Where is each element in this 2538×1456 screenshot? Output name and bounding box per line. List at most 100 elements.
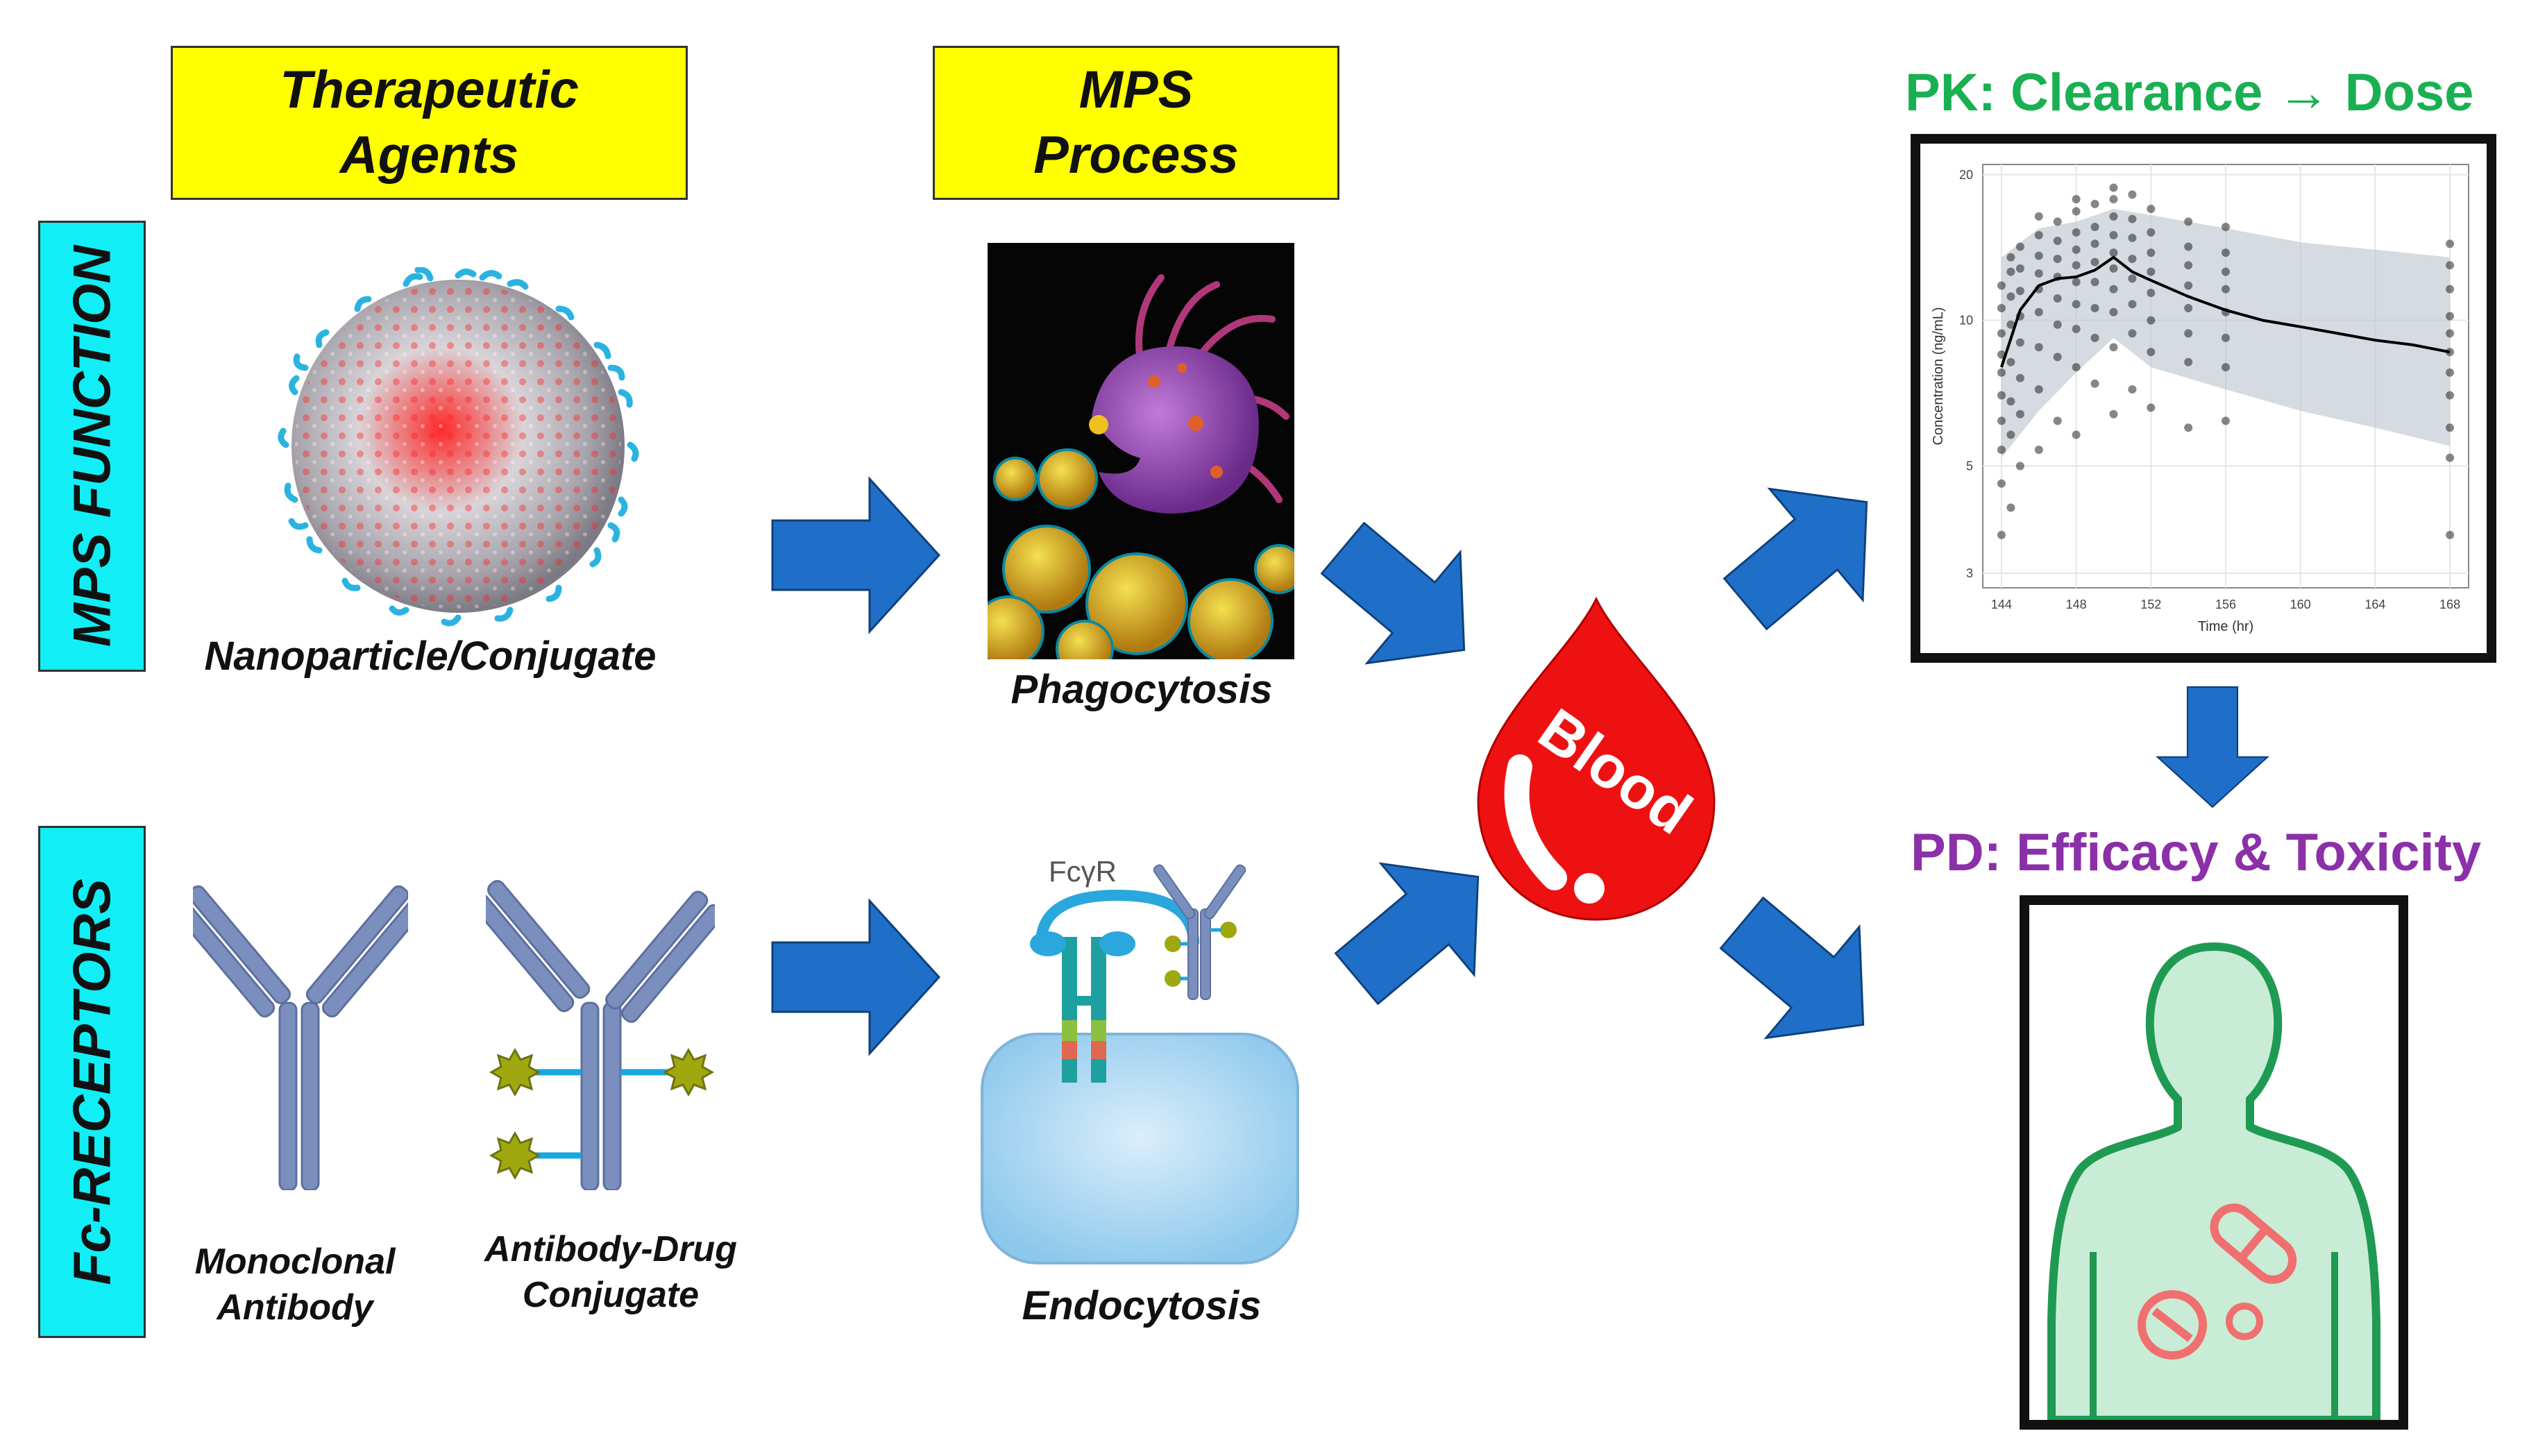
data-point — [2184, 281, 2193, 290]
data-point — [2109, 264, 2118, 273]
data-point — [2222, 267, 2230, 276]
therapeutic-agents-header: Therapeutic Agents — [171, 46, 688, 200]
x-tick-label: 168 — [2439, 598, 2460, 611]
data-point — [2128, 214, 2137, 223]
data-point — [2109, 307, 2118, 316]
data-point — [2184, 357, 2193, 366]
data-point — [2446, 368, 2455, 377]
data-point — [2053, 255, 2062, 264]
data-point — [2184, 217, 2193, 226]
mps-process-header: MPS Process — [933, 46, 1339, 200]
data-point — [2128, 274, 2137, 283]
data-point — [2109, 409, 2118, 418]
data-point — [2109, 285, 2118, 294]
endocytosis-caption: Endocytosis — [1022, 1283, 1262, 1328]
data-point — [2446, 453, 2455, 462]
y-tick-label: 5 — [1966, 459, 1973, 473]
x-tick-label: 152 — [2140, 598, 2161, 611]
data-point — [2147, 288, 2156, 297]
data-point — [2128, 300, 2137, 309]
data-point — [2147, 267, 2156, 276]
data-point — [2090, 257, 2099, 266]
data-point — [2053, 237, 2062, 246]
phagocytosis-caption: Phagocytosis — [1010, 667, 1273, 712]
data-point — [2090, 278, 2099, 287]
y-tick-label: 3 — [1966, 566, 1973, 580]
arrow-blood-to-pk — [1698, 445, 1915, 661]
data-point — [1997, 303, 2006, 312]
data-point — [2446, 239, 2455, 248]
data-point — [2222, 285, 2230, 294]
data-point — [2147, 248, 2156, 257]
fc-receptors-row-label: Fc-RECEPTORS — [38, 826, 146, 1338]
x-axis-label: Time (hr) — [2198, 619, 2253, 634]
data-point — [2006, 320, 2015, 329]
data-point — [2006, 357, 2015, 366]
data-point — [2222, 248, 2230, 257]
capsule-icon — [2210, 1203, 2297, 1284]
data-point — [2015, 409, 2024, 418]
data-point — [2090, 222, 2099, 231]
adc-caption-line1: Antibody-Drug — [484, 1229, 737, 1269]
data-point — [2015, 462, 2024, 471]
data-point — [2015, 242, 2024, 251]
data-point — [2072, 195, 2081, 204]
data-point — [2128, 190, 2137, 199]
data-point — [2446, 285, 2455, 294]
data-point — [2446, 391, 2455, 400]
pk-header: PK: Clearance → Dose — [1905, 63, 2474, 122]
data-point — [1997, 368, 2006, 377]
x-tick-label: 164 — [2364, 598, 2385, 611]
x-tick-label: 160 — [2290, 598, 2311, 611]
data-point — [2053, 217, 2062, 226]
y-tick-label: 10 — [1959, 314, 1973, 328]
data-point — [2015, 264, 2024, 273]
data-point — [2006, 253, 2015, 262]
data-point — [2109, 248, 2118, 257]
blood-drop: Blood — [1477, 596, 1716, 921]
data-point — [2034, 251, 2043, 260]
data-point — [2147, 204, 2156, 213]
adc-caption-line2: Conjugate — [522, 1275, 700, 1315]
data-point — [2015, 287, 2024, 296]
data-point — [2446, 312, 2455, 321]
data-point — [2034, 446, 2043, 455]
therapeutic-agents-label: Therapeutic Agents — [280, 60, 579, 185]
data-point — [2072, 363, 2081, 372]
data-point — [2222, 416, 2230, 425]
data-point — [1997, 329, 2006, 338]
data-point — [2053, 416, 2062, 425]
arrow-antibody-to-endocytosis — [771, 899, 940, 1055]
data-point — [2006, 267, 2015, 276]
data-point — [2006, 292, 2015, 301]
data-point — [2053, 353, 2062, 362]
data-point — [2072, 278, 2081, 287]
data-point — [2184, 261, 2193, 270]
monoclonal-antibody-illustration — [193, 885, 408, 1190]
data-point — [2446, 329, 2455, 338]
x-tick-label: 148 — [2066, 598, 2087, 611]
pd-header: PD: Efficacy & Toxicity — [1911, 823, 2482, 882]
phagocytosis-illustration — [988, 243, 1294, 659]
data-point — [2034, 212, 2043, 221]
data-point — [1997, 479, 2006, 488]
data-point — [2128, 255, 2137, 264]
data-point — [2184, 329, 2193, 338]
y-tick-label: 20 — [1959, 168, 1973, 182]
data-point — [2184, 423, 2193, 432]
endocytosis-illustration: FcγR — [981, 855, 1299, 1264]
data-point — [2072, 300, 2081, 309]
data-point — [2034, 230, 2043, 239]
data-point — [2109, 195, 2118, 204]
nanoparticle-caption: Nanoparticle/Conjugate — [204, 634, 657, 679]
arrow-pk-to-pd — [2156, 686, 2269, 808]
median-line — [2000, 255, 2451, 368]
data-point — [2034, 385, 2043, 394]
data-point — [2053, 294, 2062, 303]
data-point — [2053, 320, 2062, 329]
monoclonal-caption-line2: Antibody — [217, 1287, 373, 1328]
data-point — [2006, 430, 2015, 439]
x-tick-label: 144 — [1991, 598, 2012, 611]
data-point — [1997, 281, 2006, 290]
data-point — [1997, 416, 2006, 425]
